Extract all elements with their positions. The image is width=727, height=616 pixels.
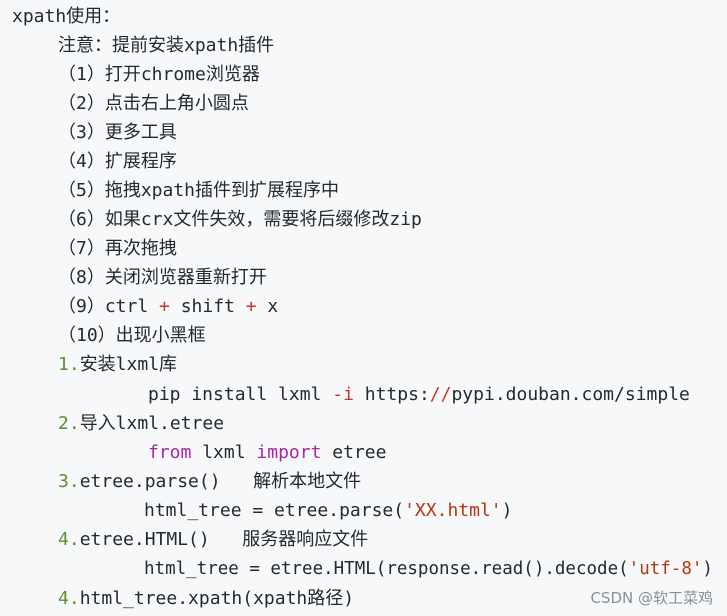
- keyword-from: from: [148, 442, 192, 463]
- line-text: lxml: [191, 442, 257, 463]
- section-number: 1.: [58, 354, 80, 375]
- line-text: https:: [353, 384, 430, 405]
- code-line-section-5: 4.html_tree.xpath(xpath路径): [58, 584, 354, 613]
- code-line-section-2: 2.导入lxml.etree: [58, 409, 224, 438]
- line-text: 注意：提前安装xpath插件: [58, 35, 275, 56]
- line-text: （7）再次拖拽: [58, 238, 177, 259]
- code-line-step-1: （1）打开chrome浏览器: [58, 60, 260, 89]
- line-text: x: [256, 296, 279, 317]
- url-slashes: //: [429, 384, 452, 405]
- code-line-parse: html_tree = etree.parse('XX.html'): [144, 496, 512, 525]
- line-text: （4）扩展程序: [58, 151, 177, 172]
- line-text: 安装lxml库: [79, 354, 178, 375]
- code-line-section-1: 1.安装lxml库: [58, 350, 177, 379]
- line-text: shift: [169, 296, 246, 317]
- line-text: etree: [321, 442, 387, 463]
- line-text: etree.parse() 解析本地文件: [79, 471, 362, 492]
- code-line-section-3: 3.etree.parse() 解析本地文件: [58, 467, 361, 496]
- code-line-pip-install: pip install lxml -i https://pypi.douban.…: [148, 380, 690, 409]
- code-line-import: from lxml import etree: [148, 438, 386, 467]
- line-text: （2）点击右上角小圆点: [58, 93, 249, 114]
- keyword-import: import: [256, 442, 322, 463]
- code-line-note: 注意：提前安装xpath插件: [58, 31, 274, 60]
- line-text: xpath使用：: [12, 6, 121, 27]
- code-line-section-4: 4.etree.HTML() 服务器响应文件: [58, 525, 368, 554]
- line-text: （1）打开chrome浏览器: [58, 64, 260, 85]
- code-line-step-5: （5）拖拽xpath插件到扩展程序中: [58, 176, 339, 205]
- section-number: 2.: [58, 413, 80, 434]
- line-text: pypi.douban.com/simple: [451, 384, 690, 405]
- section-number: 4.: [58, 529, 80, 550]
- line-text: （6）如果crx文件失效，需要将后缀修改zip: [58, 209, 422, 230]
- line-text: （8）关闭浏览器重新打开: [58, 267, 267, 288]
- line-text: etree.HTML() 服务器响应文件: [79, 529, 369, 550]
- code-line-step-7: （7）再次拖拽: [58, 234, 177, 263]
- line-text: html_tree = etree.HTML(response.read().d…: [144, 559, 629, 579]
- section-number: 4.: [58, 588, 80, 609]
- line-text: ): [702, 559, 713, 579]
- line-text: （5）拖拽xpath插件到扩展程序中: [58, 180, 340, 201]
- line-text: ): [501, 500, 513, 521]
- line-text: （10）出现小黑框: [58, 325, 206, 346]
- line-text: 导入lxml.etree: [79, 413, 225, 434]
- csdn-watermark: CSDN @软工菜鸡: [590, 589, 713, 607]
- line-text: pip install lxml: [148, 384, 333, 405]
- plus-operator: +: [159, 296, 170, 317]
- code-line-step-4: （4）扩展程序: [58, 147, 177, 176]
- line-text: html_tree = etree.parse(: [144, 500, 405, 521]
- code-line-step-9: （9）ctrl + shift + x: [58, 292, 278, 321]
- option-flag: -i: [332, 384, 354, 405]
- code-line-html: html_tree = etree.HTML(response.read().d…: [144, 555, 713, 584]
- section-number: 3.: [58, 471, 80, 492]
- line-text: html_tree.xpath(xpath路径): [79, 588, 355, 609]
- code-line-step-8: （8）关闭浏览器重新打开: [58, 263, 267, 292]
- code-line-step-6: （6）如果crx文件失效，需要将后缀修改zip: [58, 205, 422, 234]
- code-line-step-10: （10）出现小黑框: [58, 321, 206, 350]
- code-line-step-2: （2）点击右上角小圆点: [58, 89, 249, 118]
- line-text: （3）更多工具: [58, 122, 177, 143]
- string-literal: 'utf-8': [628, 559, 703, 579]
- line-text: （9）ctrl: [58, 296, 160, 317]
- string-literal: 'XX.html': [404, 500, 502, 521]
- code-line-step-3: （3）更多工具: [58, 118, 177, 147]
- plus-operator: +: [245, 296, 257, 317]
- code-line-title: xpath使用：: [12, 2, 120, 31]
